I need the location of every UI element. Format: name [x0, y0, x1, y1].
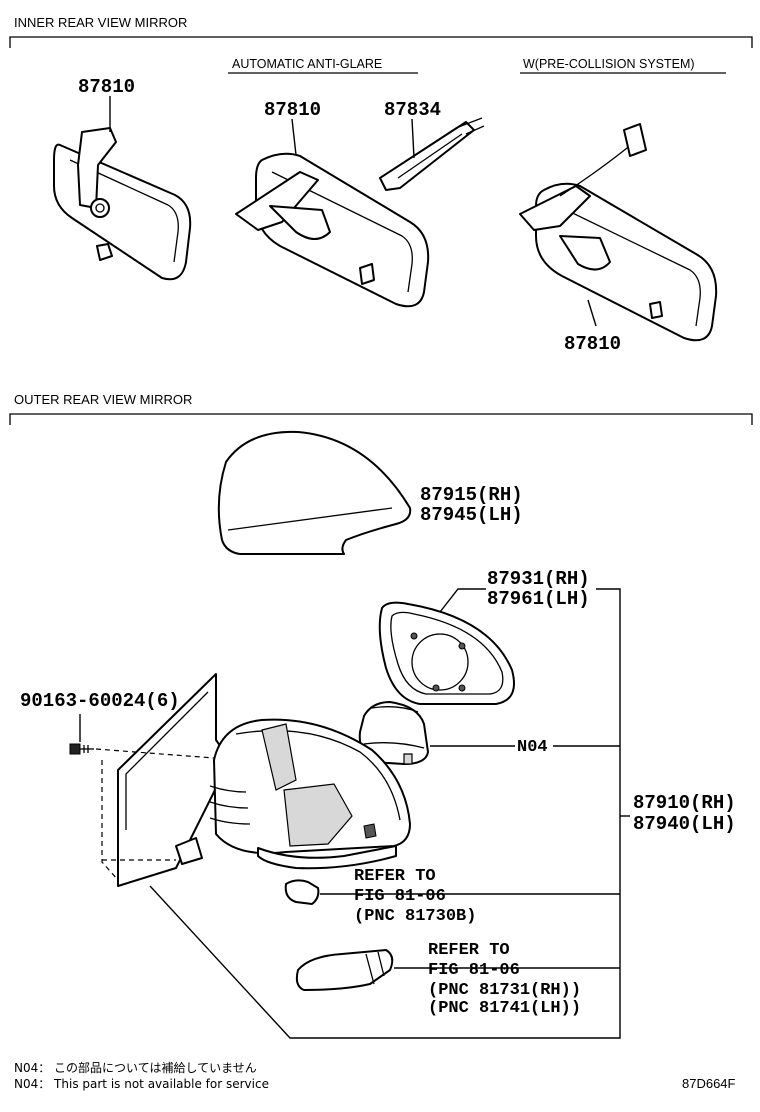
ref-turn-line4: (PNC 81741(LH)) — [428, 999, 581, 1018]
variant-label-automatic: AUTOMATIC ANTI-GLARE — [232, 57, 382, 71]
part-number-87810-automatic: 87810 — [264, 99, 321, 121]
screw-dash-lines — [95, 748, 215, 881]
part-number-87810-basic: 87810 — [78, 76, 135, 98]
section-title-outer: OUTER REAR VIEW MIRROR — [14, 392, 192, 407]
ref-lamp-line2: FIG 81-06 — [354, 887, 446, 906]
inner-mirror-automatic-drawing — [235, 152, 430, 308]
mirror-body-drawing — [117, 673, 411, 887]
inner-mirror-basic-drawing — [53, 127, 192, 281]
section-title-inner: INNER REAR VIEW MIRROR — [14, 15, 187, 30]
leader-87810-automatic — [291, 118, 297, 156]
section-frame-inner — [9, 36, 753, 48]
leader-glass — [439, 588, 486, 613]
screw-drawing — [69, 743, 94, 755]
note-code-actuator: N04 — [517, 738, 548, 757]
part-number-cover-lh: 87945(LH) — [420, 504, 523, 526]
part-number-glass-lh: 87961(LH) — [487, 588, 590, 610]
inner-mirror-precollision-drawing — [519, 123, 718, 342]
assembly-bracket — [149, 588, 621, 1039]
part-number-cover-rh: 87915(RH) — [420, 484, 523, 506]
mirror-cover-drawing — [217, 430, 412, 555]
mirror-glass-drawing — [378, 601, 515, 705]
footnote-en: N04： This part is not available for serv… — [14, 1077, 269, 1091]
ref-lamp-line1: REFER TO — [354, 867, 436, 886]
figure-code: 87D664F — [682, 1076, 736, 1091]
turn-signal-drawing — [295, 949, 394, 991]
part-number-glass-rh: 87931(RH) — [487, 568, 590, 590]
ref-turn-line3: (PNC 81731(RH)) — [428, 981, 581, 1000]
variant-label-precollision: W(PRE-COLLISION SYSTEM) — [523, 57, 695, 71]
part-number-assembly-rh: 87910(RH) — [633, 792, 736, 814]
part-number-assembly-lh: 87940(LH) — [633, 813, 736, 835]
part-number-screw: 90163-60024(6) — [20, 690, 180, 712]
section-frame-outer — [9, 413, 753, 425]
ref-lamp-line3: (PNC 81730B) — [354, 907, 476, 926]
anti-glare-sensor-drawing — [379, 117, 485, 191]
ref-turn-line1: REFER TO — [428, 941, 510, 960]
leader-87834 — [411, 118, 415, 159]
ref-turn-line2: FIG 81-06 — [428, 961, 520, 980]
part-number-87810-precollision: 87810 — [564, 333, 621, 355]
footnote-jp: N04： この部品については補給していません — [14, 1060, 257, 1075]
leader-87810-precollision — [587, 299, 597, 327]
side-lamp-drawing — [284, 879, 320, 905]
part-number-87834: 87834 — [384, 99, 441, 121]
